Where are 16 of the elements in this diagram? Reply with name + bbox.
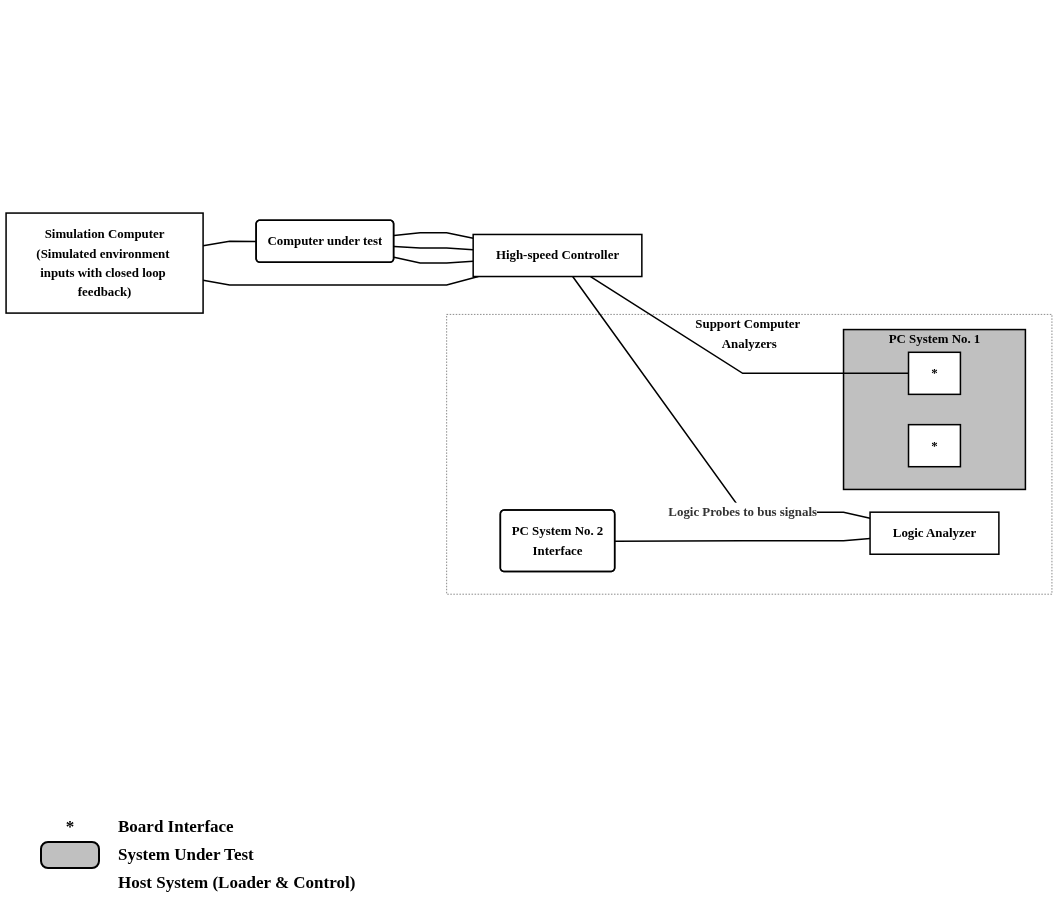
- connector: [393, 245, 474, 251]
- legend-text: Host System (Loader & Control): [118, 873, 356, 893]
- connector: [614, 537, 871, 542]
- node-box: [907, 351, 962, 395]
- legend-text: System Under Test: [118, 845, 254, 865]
- cluster: [842, 328, 1027, 491]
- node-box: [869, 511, 1000, 555]
- legend-symbol: *: [64, 817, 76, 837]
- node-box: [5, 212, 204, 314]
- cluster: [446, 313, 1053, 595]
- node-box: [907, 423, 962, 468]
- node-box: [472, 233, 643, 278]
- block-diagram: Support Computer Analyzers PC System No. 1 Logic Probes to bus signals Simulation Computer (Simulated environment inputs with closed loop feedback) * * PC System No. 2 Interface Logic Analyzer Computer under test High-speed Controller: [0, 206, 1058, 601]
- connector: [393, 256, 474, 264]
- connector: [393, 231, 474, 239]
- legend-text: Board Interface: [118, 817, 234, 837]
